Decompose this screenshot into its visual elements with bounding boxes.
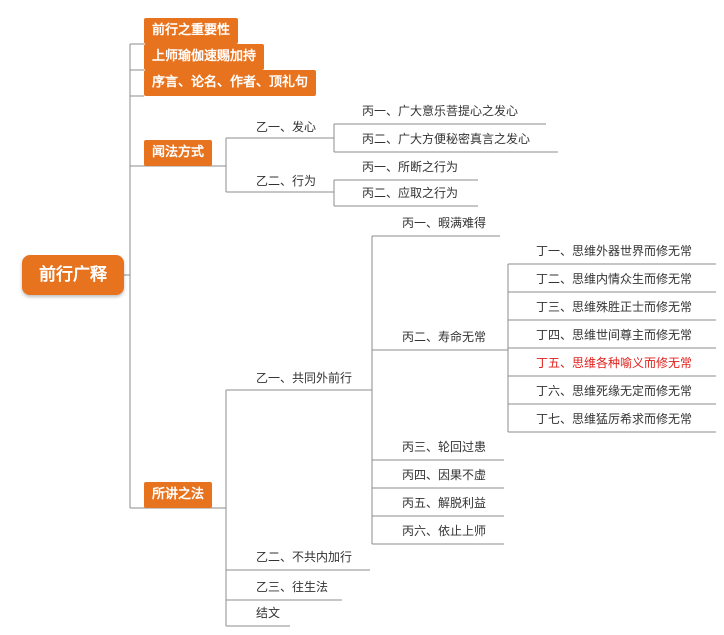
branch-teaching: 所讲之法 — [144, 482, 213, 508]
node-yi2-conduct: 乙二、行为 — [256, 174, 317, 188]
node-ding2: 丁二、思维内情众生而修无常 — [536, 272, 693, 286]
node-bing2-adopt: 丙二、应取之行为 — [362, 186, 459, 200]
node-ding4: 丁四、思维世间尊主而修无常 — [536, 328, 693, 342]
node-ding3: 丁三、思维殊胜正士而修无常 — [536, 300, 693, 314]
node-bing2-impermanence: 丙二、寿命无常 — [402, 330, 487, 344]
node-bing1-abandon: 丙一、所断之行为 — [362, 160, 459, 174]
node-conclusion: 结文 — [256, 606, 281, 620]
branch-preface: 序言、论名、作者、顶礼句 — [144, 70, 317, 96]
node-yi1-outer-preliminaries: 乙一、共同外前行 — [256, 371, 353, 385]
branch-guru-yoga: 上师瑜伽速赐加持 — [144, 44, 265, 70]
node-yi2-inner-preliminaries: 乙二、不共内加行 — [256, 550, 353, 564]
node-bing1-precious-human-life: 丙一、暇满难得 — [402, 216, 487, 230]
root-node: 前行广释 — [22, 255, 124, 295]
node-ding6: 丁六、思维死缘无定而修无常 — [536, 384, 693, 398]
node-bing1-bodhicitta: 丙一、广大意乐菩提心之发心 — [362, 104, 519, 118]
branch-listening-method: 闻法方式 — [144, 140, 213, 166]
node-bing4-karma: 丙四、因果不虚 — [402, 468, 487, 482]
node-ding5-highlighted: 丁五、思维各种喻义而修无常 — [536, 356, 693, 370]
node-bing6-guru: 丙六、依止上师 — [402, 524, 487, 538]
node-bing2-mantra: 丙二、广大方便秘密真言之发心 — [362, 132, 531, 146]
node-yi1-motivation: 乙一、发心 — [256, 120, 317, 134]
node-bing5-liberation: 丙五、解脱利益 — [402, 496, 487, 510]
node-yi3-phowa: 乙三、往生法 — [256, 580, 329, 594]
branch-importance: 前行之重要性 — [144, 18, 239, 44]
node-ding7: 丁七、思维猛厉希求而修无常 — [536, 412, 693, 426]
node-ding1: 丁一、思维外器世界而修无常 — [536, 244, 693, 258]
node-bing3-samsara: 丙三、轮回过患 — [402, 440, 487, 454]
